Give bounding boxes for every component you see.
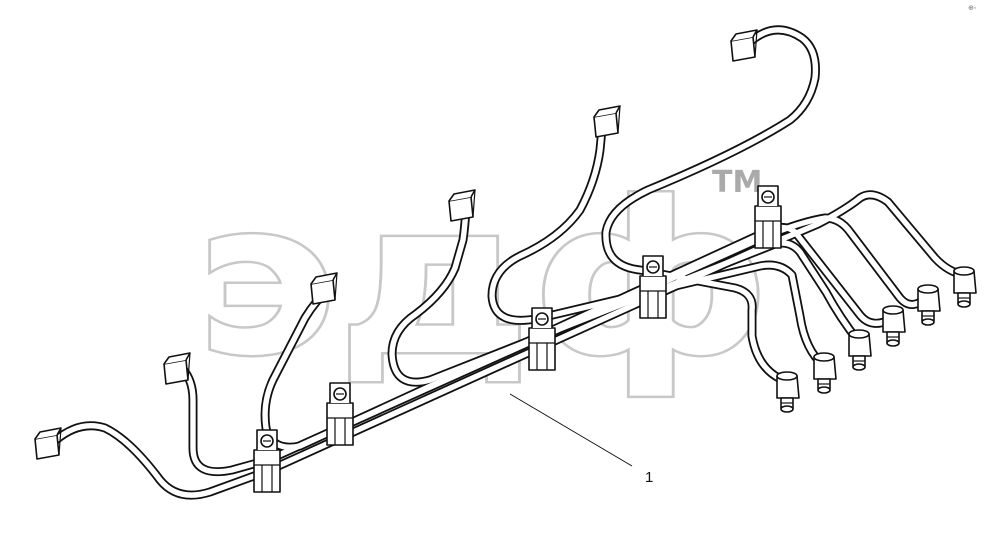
union-nut xyxy=(730,29,758,62)
callout-label: 1 xyxy=(645,469,653,486)
pump-fitting xyxy=(917,284,941,326)
pump-fitting xyxy=(882,305,906,347)
pipe-body xyxy=(262,224,896,450)
leader-line xyxy=(509,393,633,467)
pump-fitting xyxy=(776,371,800,413)
pipe-clamp xyxy=(754,185,782,249)
trademark-mark: TM xyxy=(712,165,762,200)
pipe-body xyxy=(489,115,827,369)
union-nut xyxy=(34,427,62,460)
pump-fitting xyxy=(848,329,872,371)
pipe-clamp xyxy=(639,255,667,319)
union-nut xyxy=(448,189,476,222)
pipe-body xyxy=(389,205,862,385)
pipe-body xyxy=(53,192,967,498)
pipe-clamp xyxy=(326,382,354,446)
callout: 1 xyxy=(509,393,653,486)
pipe-clamp xyxy=(528,307,556,371)
union-nut xyxy=(593,105,621,138)
pipe-clamp xyxy=(253,429,281,493)
union-nut xyxy=(163,352,191,385)
pump-fitting xyxy=(813,352,837,394)
union-nut xyxy=(310,272,338,305)
corner-mark: ⊕◦ xyxy=(968,5,976,12)
pump-fitting xyxy=(953,266,977,308)
pipe-body xyxy=(603,27,819,385)
injection-pipes xyxy=(51,25,969,500)
